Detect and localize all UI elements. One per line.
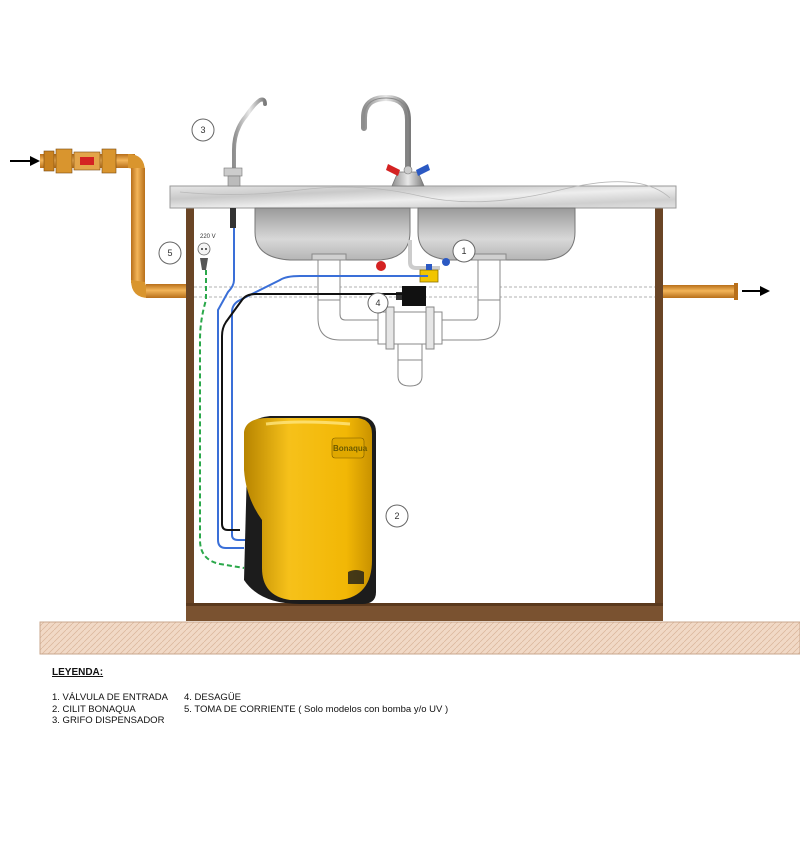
power-line (199, 270, 245, 569)
legend: LEYENDA: 1. VÁLVULA DE ENTRADA 2. CILIT … (52, 667, 572, 727)
voltage-label: 220 V (200, 234, 216, 240)
outlet-pipe (663, 283, 738, 300)
legend-item-3: 3. GRIFO DISPENSADOR (52, 715, 165, 726)
angle-valve (376, 240, 450, 283)
svg-text:3: 3 (200, 125, 205, 135)
svg-text:1: 1 (461, 246, 466, 256)
drain-plumbing (311, 253, 507, 387)
bonaqua-unit: Bonaqua (244, 416, 376, 604)
marker-2: 2 (385, 504, 409, 528)
marker-4: 4 (367, 292, 389, 314)
drain-clamp (396, 286, 426, 306)
floor (39, 621, 800, 655)
marker-1: 1 (452, 239, 476, 263)
inlet-pipe (40, 154, 186, 298)
kitchen-faucet (361, 94, 430, 187)
feed-line (231, 275, 428, 541)
drain-line (221, 293, 402, 531)
dispenser-tap (223, 97, 267, 187)
legend-item-4: 4. DESAGÜE (184, 692, 242, 703)
svg-text:5: 5 (167, 248, 172, 258)
marker-3: 3 (191, 118, 215, 142)
legend-item-2: 2. CILIT BONAQUA (52, 703, 136, 715)
cabinet (186, 207, 663, 621)
legend-item-5: 5. TOMA DE CORRIENTE ( Solo modelos con … (184, 703, 449, 715)
inlet-arrow (10, 156, 40, 166)
svg-text:4: 4 (375, 298, 380, 308)
unit-brand: Bonaqua (333, 444, 368, 453)
marker-5: 5 (158, 241, 182, 265)
tap-connector (230, 208, 236, 228)
power-socket (197, 242, 211, 270)
cold-water-line (217, 228, 244, 549)
legend-item-1: 1. VÁLVULA DE ENTRADA (52, 692, 168, 703)
svg-text:2: 2 (394, 511, 399, 521)
outlet-arrow (742, 286, 770, 296)
inlet-valve (43, 148, 117, 174)
legend-title: LEYENDA: (52, 667, 104, 678)
sink-bowls (254, 207, 576, 261)
